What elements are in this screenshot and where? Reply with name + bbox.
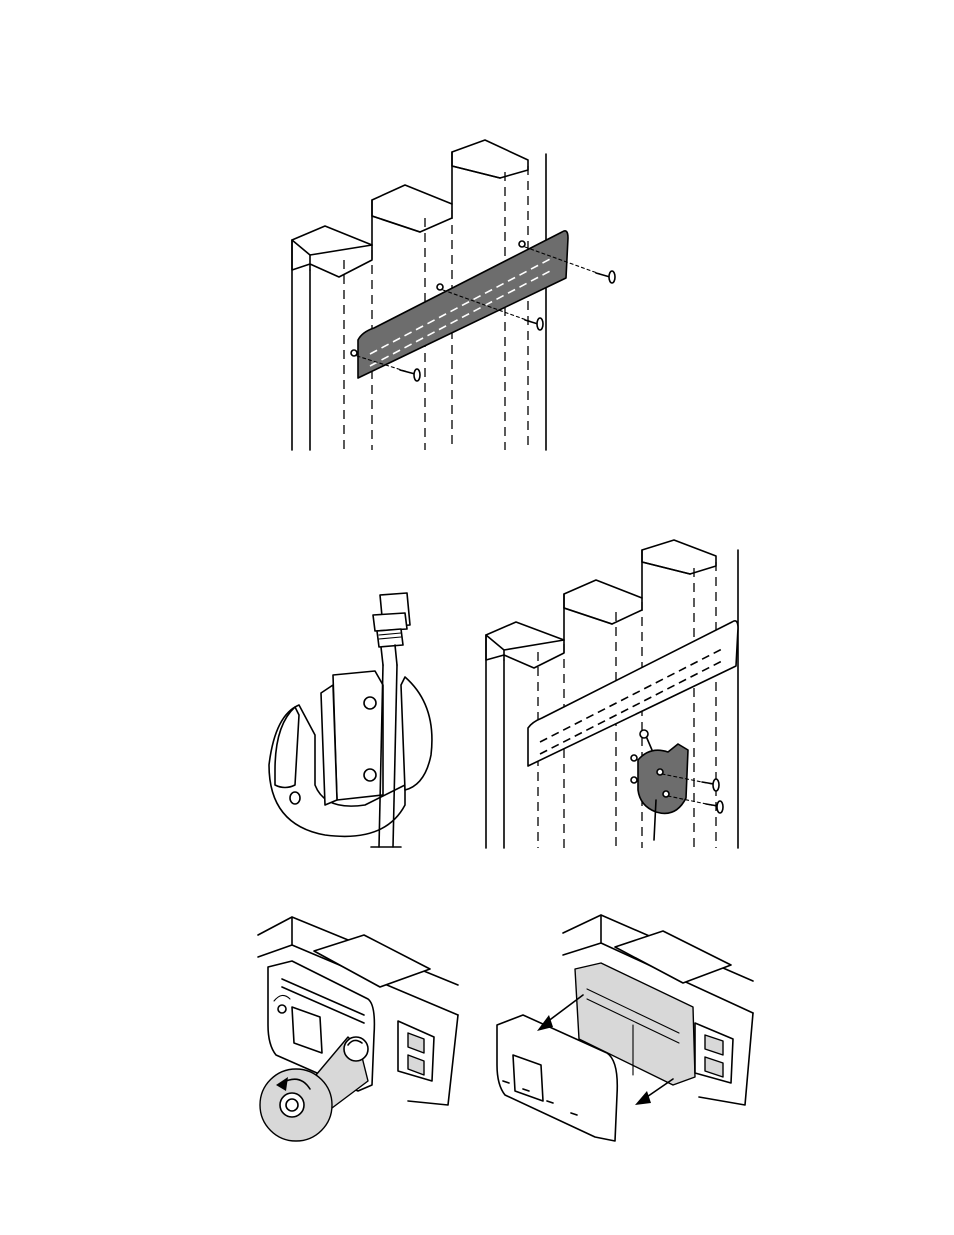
cable-holder-body [269, 671, 432, 836]
figure-holder-on-bracket [480, 540, 750, 855]
wall-bracket [358, 231, 568, 378]
power-plug [373, 593, 410, 665]
holder-mounted [631, 730, 723, 840]
wall-bracket-2 [528, 621, 738, 766]
figure-unscrew-cover [248, 905, 458, 1165]
figure-cable-holder [255, 585, 455, 855]
figure-remove-cover [483, 905, 758, 1145]
figure-wall-bracket-mounting [280, 140, 640, 460]
